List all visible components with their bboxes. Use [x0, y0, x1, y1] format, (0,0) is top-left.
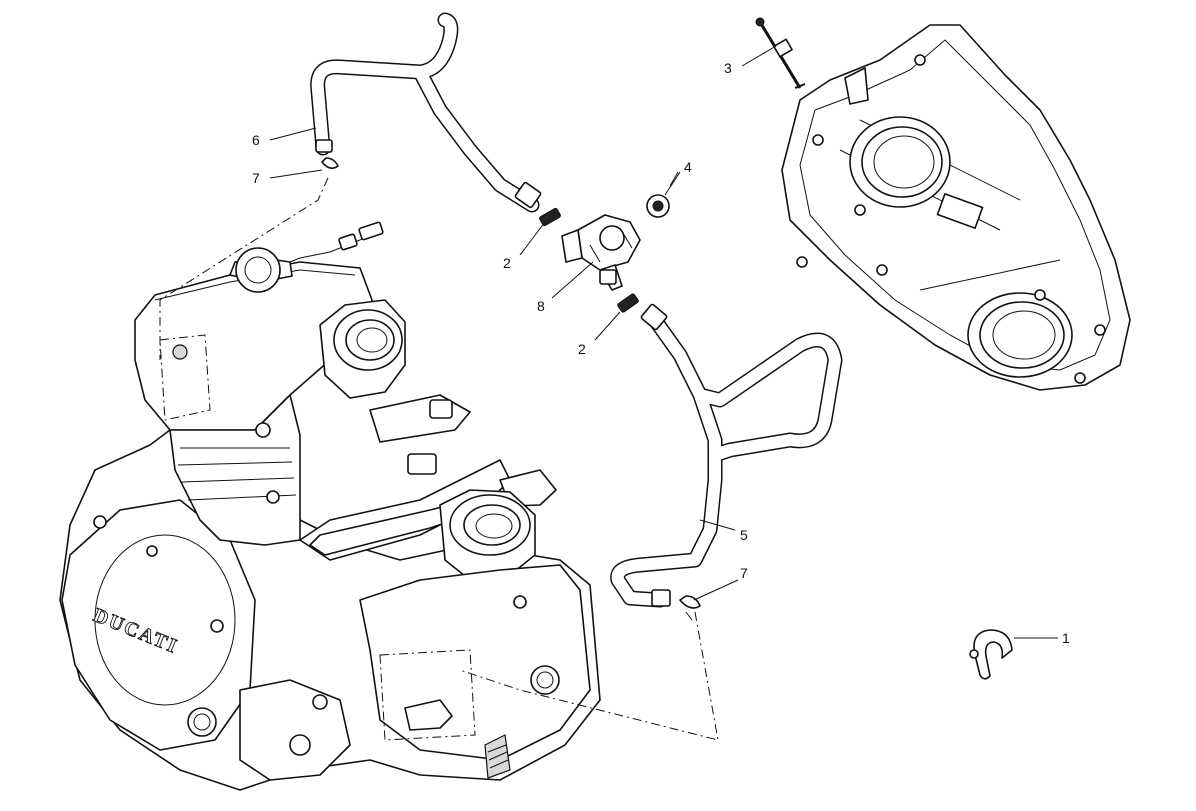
- callout-7-upper: 7: [252, 170, 260, 186]
- engine-block: DUCATI: [59, 221, 601, 791]
- lower-breather-hose: [610, 303, 843, 608]
- hose-clamp-lower: [617, 293, 639, 313]
- hose-clamp-upper: [539, 207, 561, 227]
- callout-8: 8: [537, 298, 545, 314]
- screw: [755, 17, 806, 89]
- callout-1: 1: [1062, 630, 1070, 646]
- upper-breather-hose: [310, 12, 542, 213]
- callout-6: 6: [252, 132, 260, 148]
- callout-4: 4: [684, 159, 692, 175]
- callout-5: 5: [740, 527, 748, 543]
- callout-2-upper: 2: [503, 255, 511, 271]
- callout-3: 3: [724, 60, 732, 76]
- callout-numbers: 6 7 2 8 2 4 3 5 7 1: [252, 60, 1070, 646]
- airbox: [781, 24, 1131, 391]
- callout-leaders: [269, 45, 1058, 639]
- hose-clip-lower: [679, 595, 701, 621]
- assembly-guide-lines: [159, 177, 719, 741]
- spring-clip: [969, 629, 1013, 680]
- grommet: [646, 194, 670, 218]
- valve-assembly: [561, 214, 641, 291]
- hose-clip-upper: [321, 157, 339, 170]
- callout-2-lower: 2: [578, 341, 586, 357]
- callout-7-lower: 7: [740, 565, 748, 581]
